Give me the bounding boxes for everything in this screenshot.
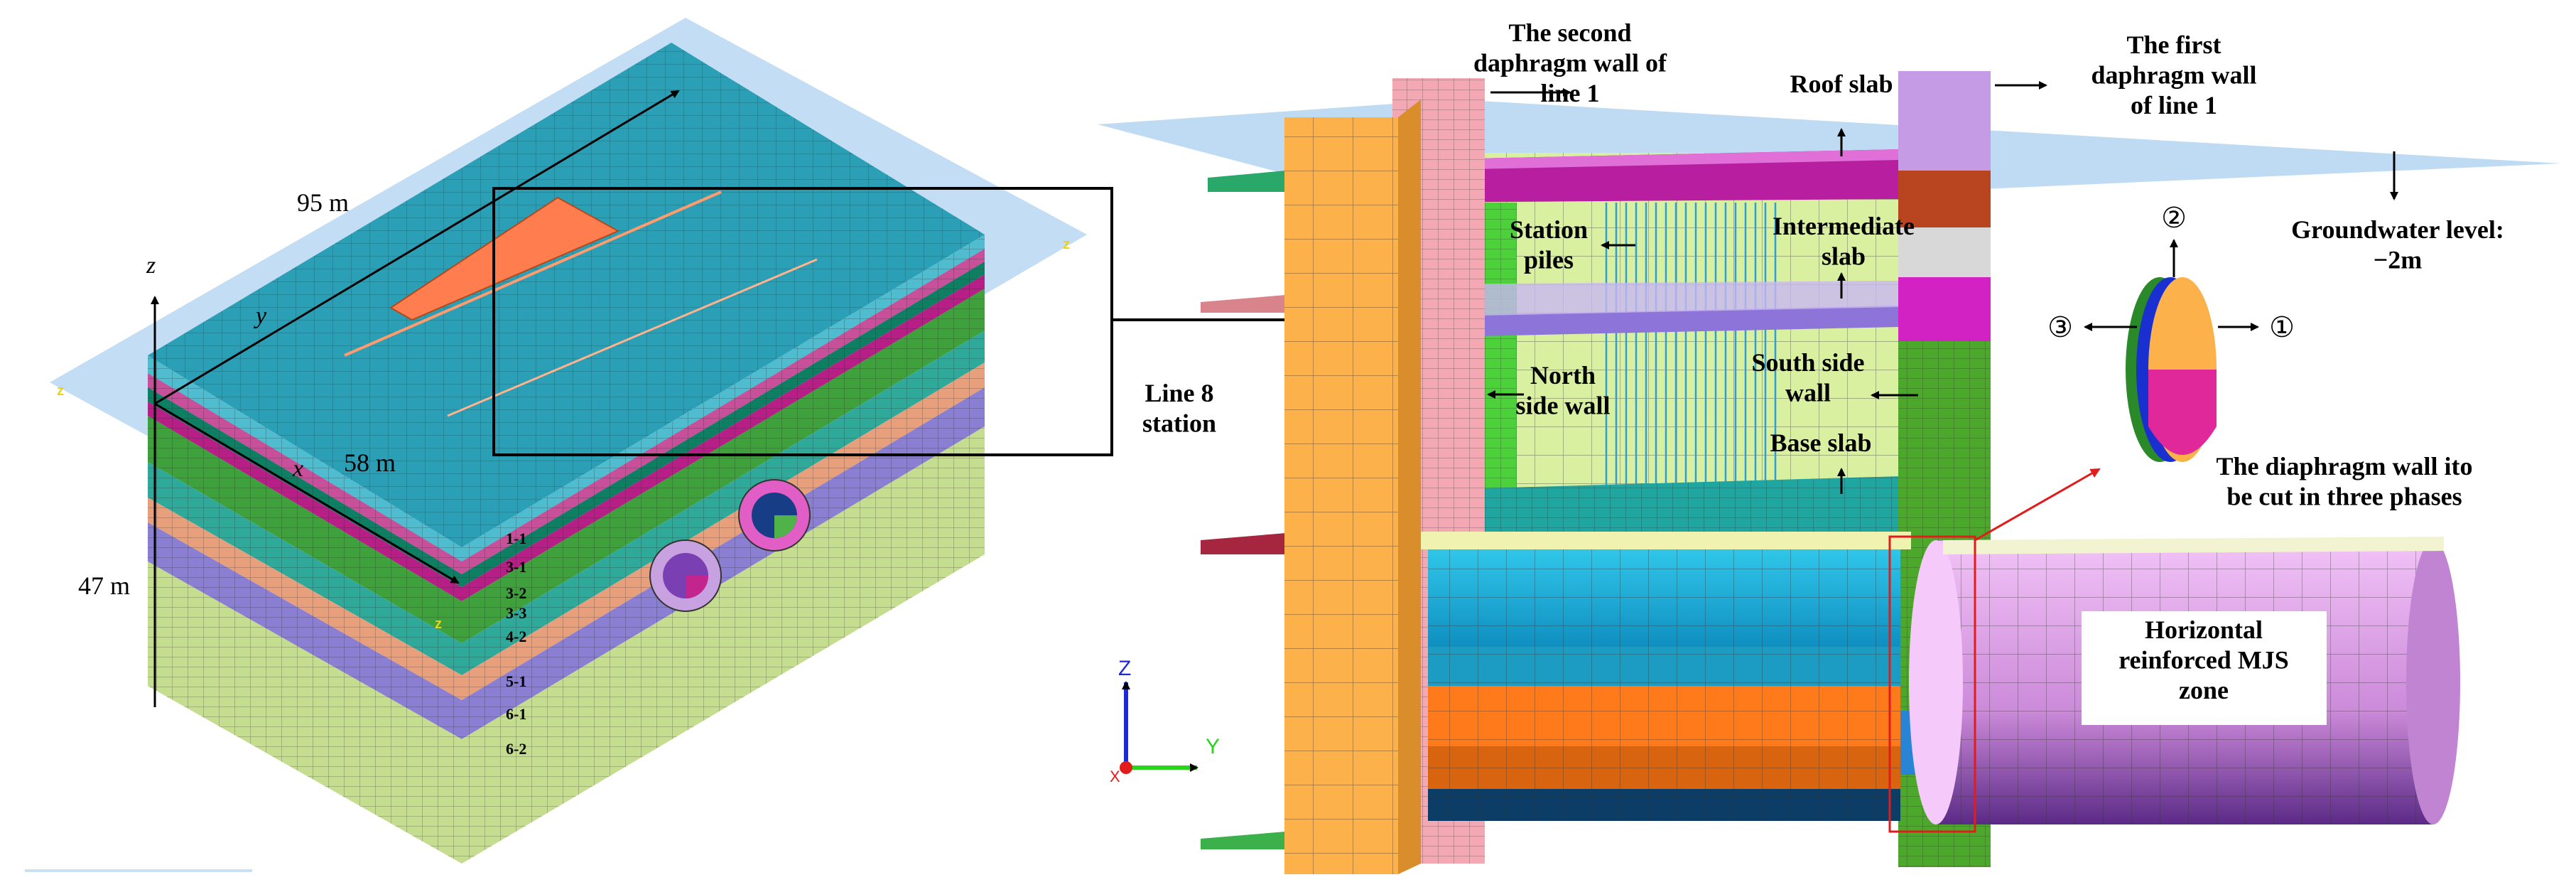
axis-label-x: x: [292, 456, 303, 482]
label-line: The first: [2127, 31, 2221, 59]
label-line: Roof slab: [1790, 70, 1893, 98]
label-line: piles: [1524, 245, 1574, 274]
triad-y: Y: [1206, 735, 1220, 758]
excavation-pit: [389, 196, 620, 321]
dimension-width: 58 m: [344, 448, 396, 477]
label-line: slab: [1822, 242, 1866, 270]
label-line: reinforced MJS: [2118, 645, 2289, 674]
label-line: −2m: [2374, 245, 2423, 274]
svg-text:z: z: [435, 616, 442, 632]
label-line: Intermediate: [1773, 212, 1915, 240]
label-line: daphragm wall of: [1473, 48, 1667, 77]
triad-x: X: [1110, 768, 1120, 785]
label-line: South side: [1751, 348, 1864, 377]
label-line: be cut in three phases: [2226, 482, 2462, 510]
left-face-strata: [148, 355, 462, 864]
label-line: side wall: [1515, 391, 1610, 419]
label-line: of line 1: [2131, 91, 2217, 119]
label-line: Base slab: [1770, 429, 1871, 457]
label-line: The second: [1508, 18, 1631, 47]
label-line: zone: [2179, 676, 2229, 704]
label-line: Groundwater level:: [2291, 215, 2504, 244]
axis-label-z: z: [146, 252, 156, 279]
label-line: The diaphragm wall ito: [2216, 452, 2472, 480]
tunnel-left: [649, 539, 722, 612]
cutting-disk: [2126, 277, 2217, 462]
triad-z: Z: [1118, 657, 1131, 680]
existing-tunnel-cylinder: [1421, 532, 1911, 821]
label-line: North: [1530, 361, 1596, 389]
layer-label: 6-1: [506, 705, 526, 723]
right-face-strata: [462, 235, 985, 864]
station-piles: [1598, 203, 1783, 515]
left-soil-model: z z z z y x 95 m 58 m 47 m 1-1 3-1 3-2 3…: [25, 18, 1087, 872]
label-line: station: [1142, 409, 1216, 437]
label-roof-slab: Roof slab: [1790, 70, 1893, 98]
label-phase-2: ②: [2161, 202, 2187, 234]
label-groundwater: Groundwater level:−2m: [2291, 215, 2504, 274]
layer-label: 3-2: [506, 584, 526, 602]
layer-label: 3-3: [506, 604, 526, 622]
annotation-arrows: [1487, 81, 2398, 494]
label-line: Line 8: [1144, 379, 1213, 407]
dimension-length: 95 m: [297, 188, 349, 217]
axis-triad: Z Y X: [1110, 657, 1220, 785]
label-line: daphragm wall: [2091, 60, 2256, 89]
layer-label: 6-2: [506, 740, 526, 758]
label-base-slab: Base slab: [1770, 429, 1871, 457]
cut-zone-highlight: [1888, 535, 1976, 833]
label-line: Horizontal: [2145, 616, 2263, 644]
svg-text:z: z: [57, 383, 64, 399]
layer-label: 1-1: [506, 530, 526, 547]
layer-labels: 1-1 3-1 3-2 3-3 4-2 5-1 6-1 6-2: [506, 530, 526, 758]
mjs-zone-cylinder: [1909, 537, 2460, 824]
layer-label: 3-1: [506, 558, 526, 576]
layer-label: 4-2: [506, 628, 526, 645]
right-station-model: Z Y X: [1098, 71, 2561, 874]
tunnel-right: [738, 479, 811, 552]
label-line: Station: [1510, 215, 1588, 244]
label-line: line 1: [1540, 79, 1599, 107]
axis-label-y: y: [254, 303, 267, 329]
label-phase-1: ①: [2269, 311, 2295, 343]
layer-label: 5-1: [506, 672, 526, 690]
label-phase-3: ③: [2047, 311, 2073, 343]
svg-text:z: z: [1063, 237, 1070, 252]
label-line: wall: [1785, 378, 1831, 407]
left-axes: [151, 90, 680, 707]
dimension-depth: 47 m: [78, 571, 130, 600]
